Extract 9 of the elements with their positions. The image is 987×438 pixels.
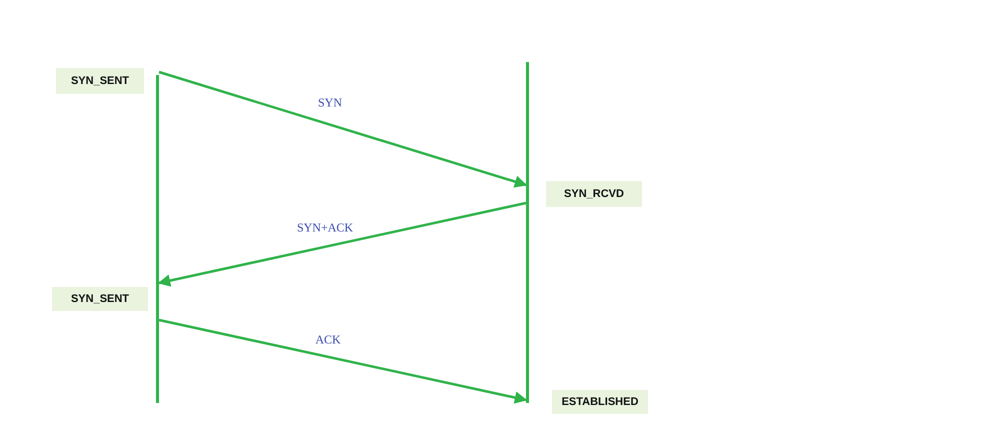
state-box: SYN_SENT — [56, 68, 144, 94]
state-box: ESTABLISHED — [552, 390, 648, 414]
state-box: SYN_SENT — [52, 287, 148, 311]
lifeline — [526, 62, 529, 403]
arrow — [158, 202, 526, 287]
lifeline — [156, 75, 159, 403]
arrow — [158, 318, 528, 404]
arrow — [158, 70, 528, 188]
state-box: SYN_RCVD — [546, 181, 642, 207]
